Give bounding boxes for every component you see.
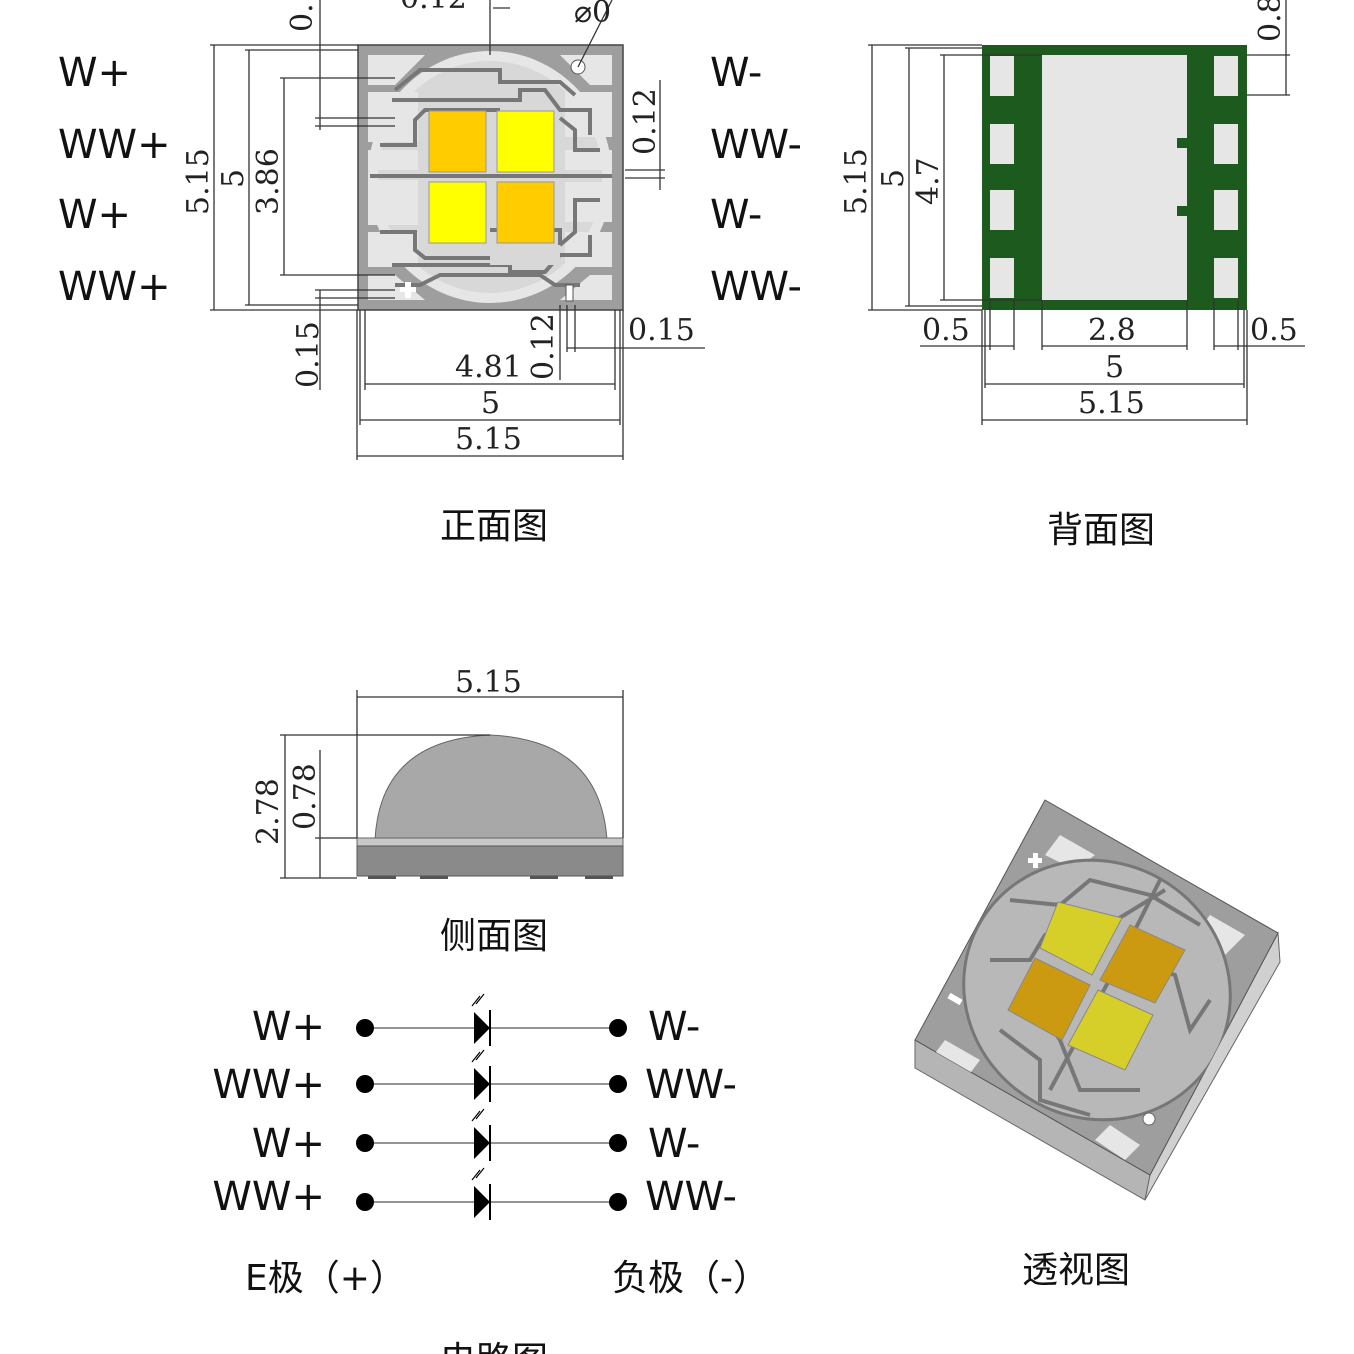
- circuit-left-label-1: W+: [252, 1004, 325, 1050]
- front-pin-left-2: WW+: [58, 122, 171, 168]
- side-view-caption: 侧面图: [440, 916, 548, 957]
- side-dim-total-height: 2.78: [251, 778, 286, 845]
- back-center-pad: [1042, 55, 1187, 300]
- circuit-right-label-4: WW-: [645, 1174, 737, 1220]
- iso-view-caption: 透视图: [1022, 1250, 1130, 1291]
- circuit-terminal-negative: [609, 1019, 627, 1037]
- iso-chip-bottom: [1067, 989, 1154, 1071]
- iso-view: 透视图: [914, 799, 1281, 1291]
- front-dim-width-481: 4.81: [455, 350, 522, 385]
- circuit-terminal-positive: [356, 1019, 374, 1037]
- led-emission-arrows-icon: [471, 993, 485, 1007]
- iso-chip-top: [1039, 901, 1123, 976]
- circuit-terminal-negative: [609, 1075, 627, 1093]
- led-emission-arrows-icon: [471, 1108, 485, 1122]
- front-dim-bottom-mid: 0.12: [526, 313, 561, 380]
- led-emission-arrows-icon: [471, 1049, 485, 1063]
- circuit-caption: 电路图: [440, 1340, 548, 1354]
- front-dim-diameter: ⌀0: [574, 0, 611, 30]
- front-dim-top-partial-b: 0.12: [400, 0, 467, 16]
- back-dim-pad-right: 0.5: [1250, 313, 1298, 348]
- front-chip-bottom-right: [496, 181, 555, 244]
- back-dim-height-inner: 4.7: [911, 157, 946, 205]
- front-view-caption: 正面图: [440, 506, 548, 547]
- circuit-terminal-positive: [356, 1075, 374, 1093]
- led-emission-arrows-icon: [471, 1167, 485, 1181]
- front-dim-width-5: 5: [481, 386, 500, 421]
- side-dim-width: 5.15: [455, 665, 522, 700]
- front-pin-right-2: WW-: [710, 122, 802, 168]
- side-view: 5.15 2.78 0.78 侧面图: [251, 665, 624, 957]
- side-dim-base-height: 0.78: [288, 763, 323, 830]
- front-pin-right-3: W-: [710, 192, 762, 238]
- iso-chip-left: [1007, 957, 1091, 1041]
- front-minus-mark: [565, 284, 574, 302]
- front-view: W+ WW+ W+ WW+ W- WW- W- WW-: [58, 0, 802, 547]
- circuit-left-label-3: W+: [252, 1121, 325, 1167]
- front-pin-left-1: W+: [58, 50, 131, 96]
- circuit-positive-label: E极（+）: [245, 1258, 406, 1299]
- side-base: [356, 845, 624, 877]
- led-diode-icon: [474, 1068, 490, 1100]
- back-side-pads: [990, 56, 1238, 298]
- side-dimension-lines: [280, 690, 624, 879]
- led-diode-icon: [474, 1012, 490, 1044]
- circuit-negative-label: 负极（-）: [612, 1258, 769, 1299]
- back-dim-width-5: 5: [1105, 350, 1124, 385]
- front-dim-bottom-left: 0.15: [291, 321, 326, 388]
- front-dim-height-inner: 3.86: [251, 148, 286, 215]
- back-dim-center-pad: 2.8: [1088, 313, 1136, 348]
- side-base-top: [356, 837, 624, 847]
- iso-minus-mark: [947, 992, 963, 1006]
- front-dim-height-mid: 5: [216, 169, 251, 188]
- front-chip-top-left: [428, 110, 487, 173]
- front-pin-right-4: WW-: [710, 264, 802, 310]
- circuit-terminal-negative: [609, 1193, 627, 1211]
- back-dim-pad-left: 0.5: [922, 313, 970, 348]
- circuit-terminal-positive: [356, 1193, 374, 1211]
- iso-index-hole: [1142, 1112, 1156, 1126]
- front-dim-gap-right: 0.12: [628, 88, 663, 155]
- led-diode-icon: [474, 1127, 490, 1159]
- circuit-terminal-positive: [356, 1134, 374, 1152]
- back-dim-top-partial: 0.8: [1253, 0, 1288, 42]
- back-view: 0.8 5.15 5 4.7 0.5 2.8 0.5 5 5.15 背面图: [839, 0, 1305, 551]
- circuit-right-label-2: WW-: [645, 1062, 737, 1108]
- front-dim-width-515: 5.15: [455, 422, 522, 457]
- back-dim-width-515: 5.15: [1078, 386, 1145, 421]
- circuit-right-label-3: W-: [648, 1121, 700, 1167]
- front-dimension-lines: [210, 0, 705, 460]
- front-dim-height-outer: 5.15: [181, 148, 216, 215]
- back-dim-height-outer: 5.15: [839, 148, 874, 215]
- iso-plus-mark: [1028, 853, 1042, 868]
- side-dome: [374, 734, 608, 841]
- back-view-caption: 背面图: [1047, 510, 1155, 551]
- front-pin-right-1: W-: [710, 50, 762, 96]
- front-pin-left-4: WW+: [58, 264, 171, 310]
- front-chip-bottom-left: [428, 181, 487, 244]
- front-pin-left-3: W+: [58, 192, 131, 238]
- back-dimension-lines: [868, 0, 1305, 425]
- led-diode-icon: [474, 1186, 490, 1218]
- iso-dome: [962, 858, 1232, 1122]
- front-chip-top-right: [496, 110, 555, 173]
- circuit-left-label-4: WW+: [212, 1174, 325, 1220]
- circuit-diagram: W+ WW+ W+ WW+ W- WW- W- WW- E极（+） 负极（-） …: [212, 993, 769, 1354]
- circuit-terminal-negative: [609, 1134, 627, 1152]
- front-plus-mark: [400, 282, 416, 298]
- back-dim-height-mid: 5: [876, 169, 911, 188]
- circuit-left-label-2: WW+: [212, 1062, 325, 1108]
- front-dim-bottom-right: 0.15: [628, 313, 695, 348]
- front-dim-top-partial-a: 0.: [285, 3, 320, 32]
- circuit-right-label-1: W-: [648, 1004, 700, 1050]
- iso-chip-right: [1099, 924, 1186, 1004]
